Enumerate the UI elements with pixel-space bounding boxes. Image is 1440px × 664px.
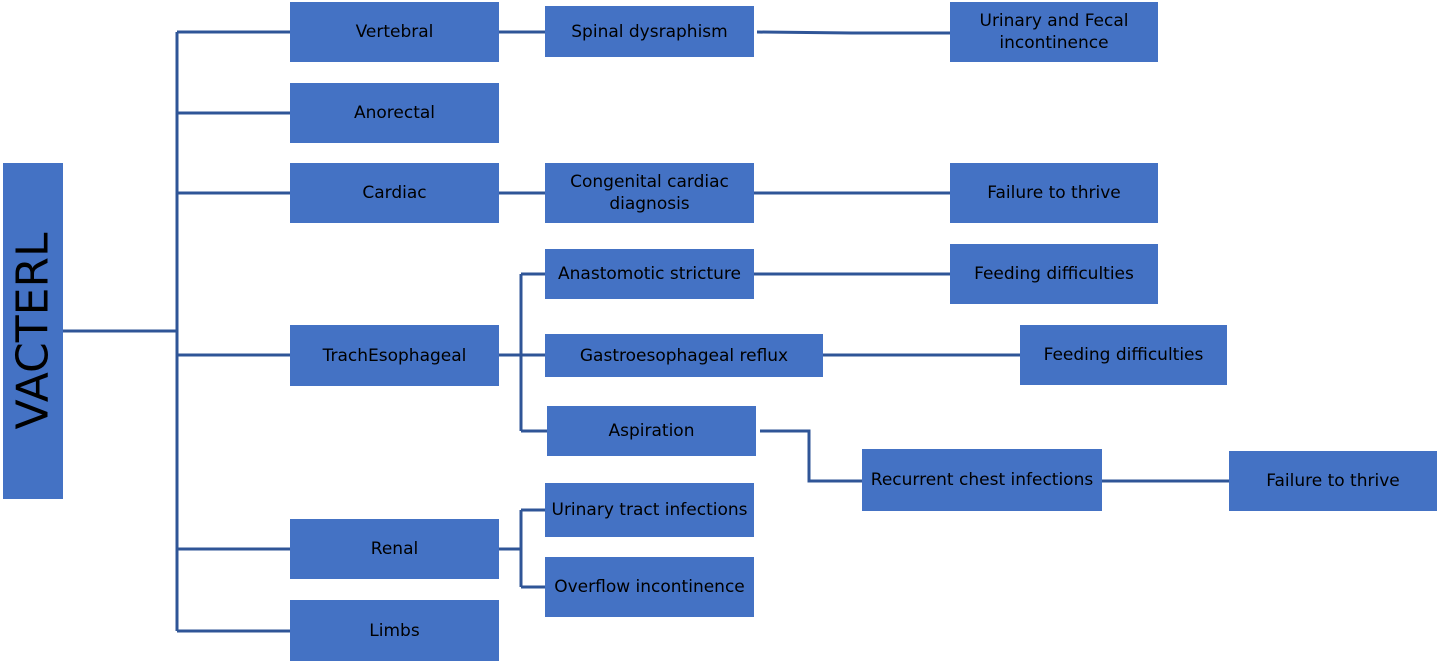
node-aspiration: Aspiration: [547, 406, 756, 456]
node-spinal-dysraphism: Spinal dysraphism: [545, 6, 754, 57]
connector-spinal-incontinence: [756, 30, 950, 35]
node-failure-to-thrive-cardiac: Failure to thrive: [950, 163, 1158, 223]
node-overflow-incontinence: Overflow incontinence: [545, 557, 754, 617]
node-feeding-difficulties-stricture: Feeding difficulties: [950, 244, 1158, 304]
node-urinary-fecal-incontinence: Urinary and Fecal incontinence: [950, 2, 1158, 62]
node-limbs: Limbs: [290, 600, 499, 661]
node-feeding-difficulties-reflux: Feeding difficulties: [1020, 325, 1227, 385]
node-congenital-cardiac-diagnosis: Congenital cardiac diagnosis: [545, 163, 754, 223]
node-urinary-tract-infections: Urinary tract infections: [545, 483, 754, 537]
node-cardiac: Cardiac: [290, 163, 499, 223]
node-renal: Renal: [290, 519, 499, 579]
node-tracheoesophageal: TrachEsophageal: [290, 325, 499, 386]
node-anastomotic-stricture: Anastomotic stricture: [545, 249, 754, 299]
root-label: VACTERL: [7, 232, 59, 430]
root-node-vacterl: VACTERL: [3, 163, 63, 499]
node-anorectal: Anorectal: [290, 83, 499, 143]
node-recurrent-chest-infections: Recurrent chest infections: [862, 449, 1102, 511]
node-failure-to-thrive-chest: Failure to thrive: [1229, 451, 1437, 511]
connector-aspiration-chest: [760, 429, 862, 483]
node-gastroesophageal-reflux: Gastroesophageal reflux: [545, 334, 823, 377]
node-vertebral: Vertebral: [290, 2, 499, 62]
